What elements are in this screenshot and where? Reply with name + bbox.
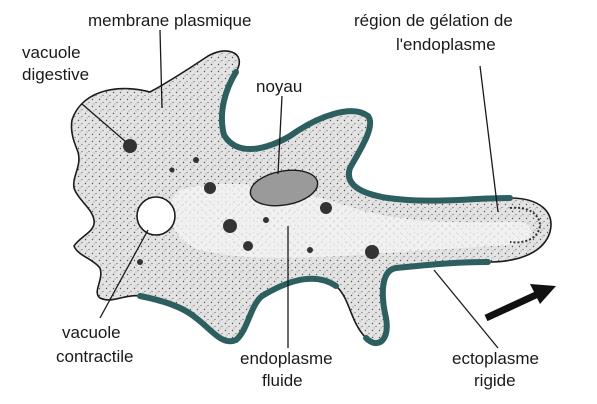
granule (204, 182, 216, 194)
granule (263, 217, 269, 223)
pointer-gelation (480, 66, 498, 212)
ectoplasm-band-upper-right (349, 116, 510, 201)
granule (193, 157, 199, 163)
label-gelation-line2: l'endoplasme (396, 35, 496, 54)
label-vacuole-contractile-line2: contractile (56, 347, 133, 366)
label-vacuole-contractile-line1: vacuole (62, 323, 121, 342)
granule (320, 202, 332, 214)
label-endoplasme-fluide-line2: fluide (262, 371, 303, 390)
granule (243, 241, 253, 251)
label-membrane-plasmique: membrane plasmique (88, 11, 251, 30)
ectoplasm-band-lower-right (366, 262, 488, 343)
contractile-vacuole (137, 197, 175, 235)
granule (137, 259, 143, 265)
label-endoplasme-fluide: endoplasme fluide (240, 349, 337, 390)
label-ectoplasme-rigide-line2: rigide (474, 371, 516, 390)
arrow-right-up-icon (486, 284, 556, 318)
label-vacuole-digestive: vacuole digestive (22, 43, 89, 84)
label-gelation: région de gélation de l'endoplasme (354, 11, 518, 54)
pointer-ectoplasme (434, 270, 498, 348)
label-vacuole-contractile: vacuole contractile (56, 323, 133, 366)
granule (170, 168, 175, 173)
label-ectoplasme-rigide-line1: ectoplasme (452, 349, 539, 368)
label-ectoplasme-rigide: ectoplasme rigide (452, 349, 544, 390)
granule (307, 247, 313, 253)
label-vacuole-digestive-line1: vacuole (22, 43, 81, 62)
granule (223, 219, 237, 233)
label-noyau: noyau (256, 77, 302, 96)
label-gelation-line1: région de gélation de (354, 11, 513, 30)
label-endoplasme-fluide-line1: endoplasme (240, 349, 333, 368)
granule (365, 245, 379, 259)
label-vacuole-digestive-line2: digestive (22, 65, 89, 84)
